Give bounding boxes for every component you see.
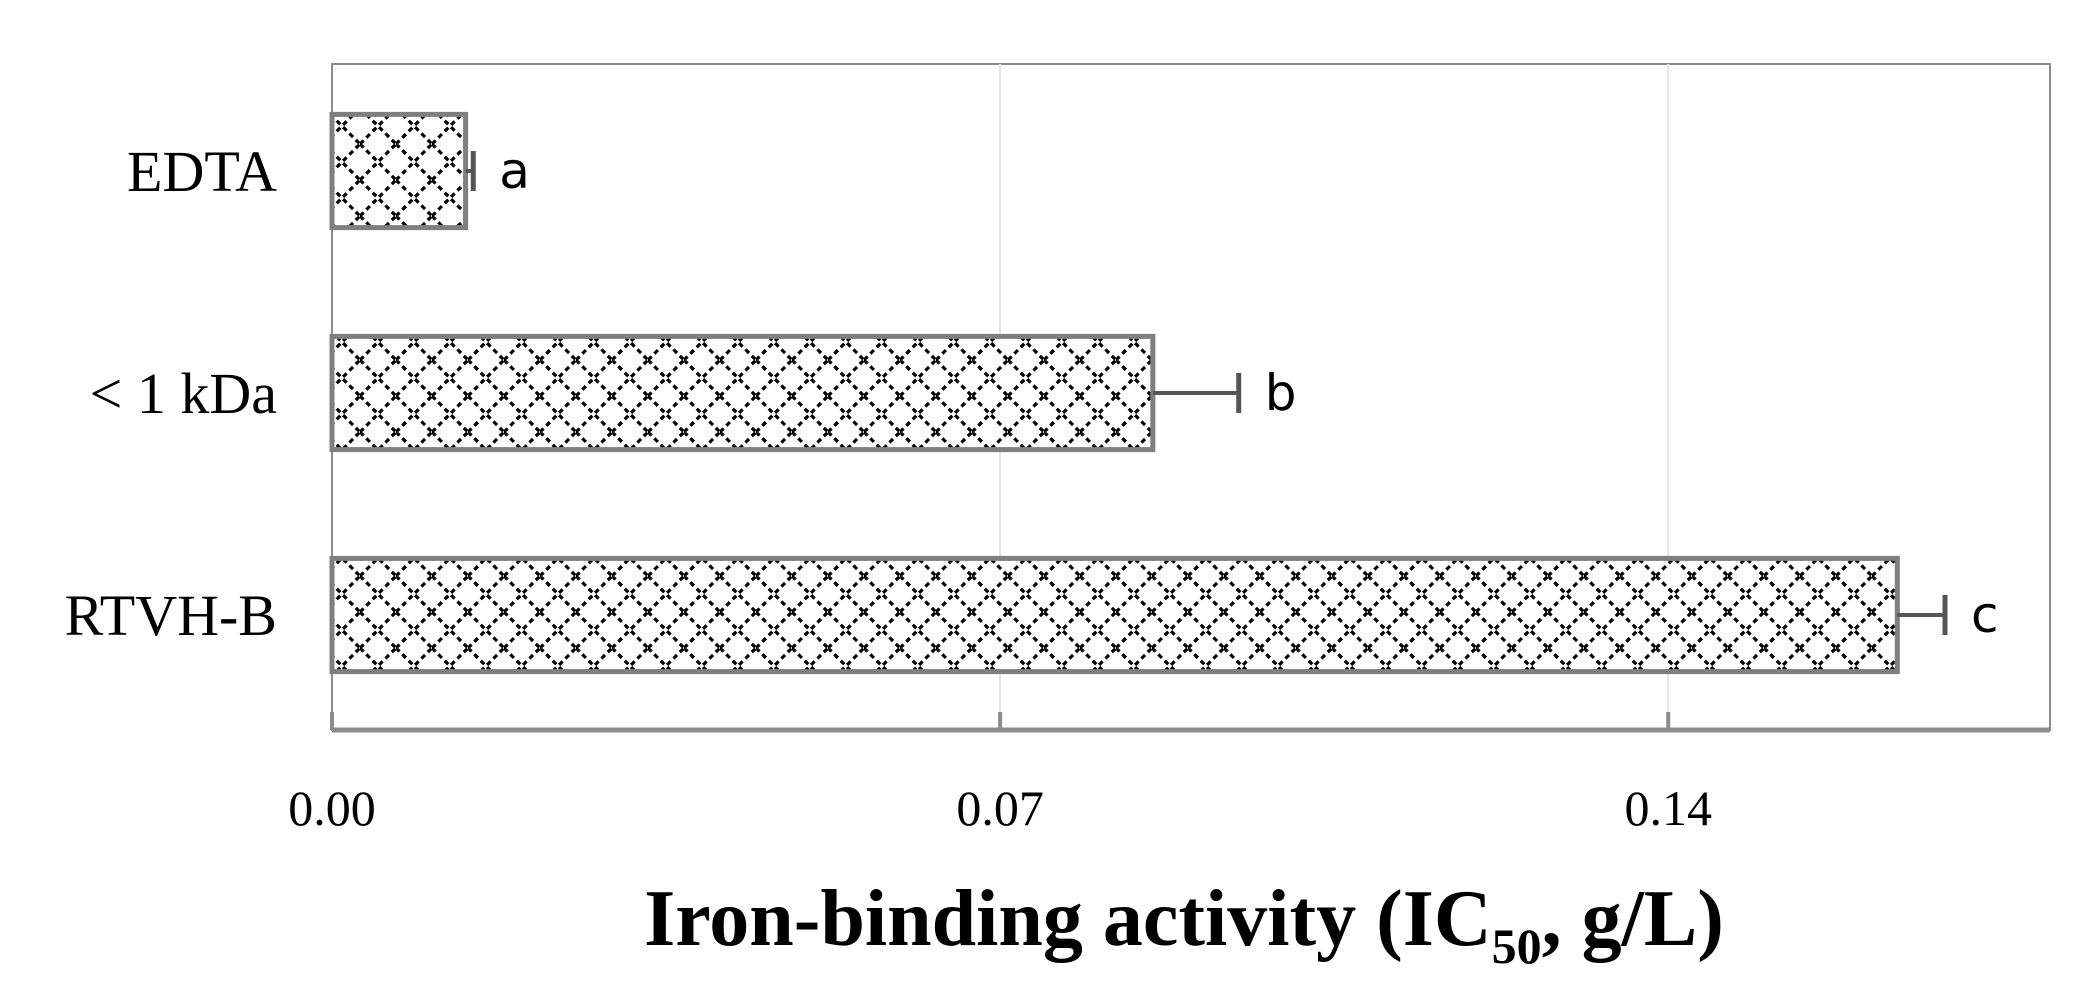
x-tick-label: 0.00 xyxy=(288,780,376,836)
x-ticks: 0.00 0.07 0.14 xyxy=(288,712,1712,836)
significance-letter: b xyxy=(1265,364,1297,422)
bar-group: RTVH-B c xyxy=(65,555,1999,675)
category-label: EDTA xyxy=(127,139,277,204)
significance-letter: c xyxy=(1971,586,1999,644)
bar xyxy=(329,111,469,231)
x-tick-label: 0.14 xyxy=(1624,780,1712,836)
bar xyxy=(329,333,1156,453)
bar-group: < 1 kDa b xyxy=(90,333,1297,453)
x-axis-title: Iron-binding activity (IC50, g/L) xyxy=(644,875,1724,974)
significance-letter: a xyxy=(499,142,530,200)
bar xyxy=(329,555,1900,675)
category-label: RTVH-B xyxy=(65,583,277,648)
category-label: < 1 kDa xyxy=(90,361,277,426)
bar-group: EDTA a xyxy=(127,111,530,231)
x-tick-label: 0.07 xyxy=(956,780,1044,836)
